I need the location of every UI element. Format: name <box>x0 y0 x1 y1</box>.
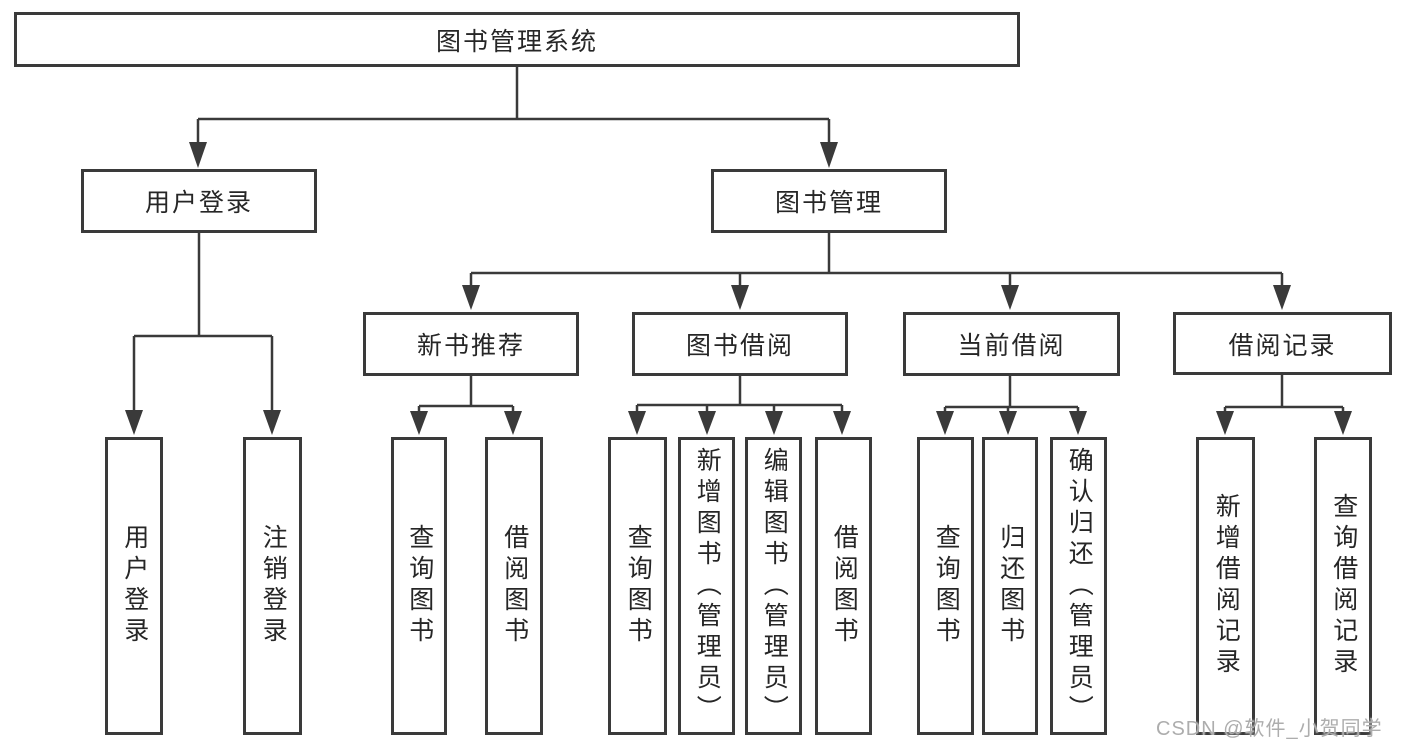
leaf-query-books-recommend: 查询图书 <box>391 437 447 735</box>
leaf-query-books-borrow: 查询图书 <box>608 437 667 735</box>
leaf-query-books-recommend-label: 查询图书 <box>405 524 434 648</box>
leaf-query-books-current-label: 查询图书 <box>932 524 961 648</box>
leaf-user-login: 用户登录 <box>105 437 163 735</box>
leaf-query-books-borrow-label: 查询图书 <box>624 524 653 648</box>
node-borrowing-records: 借阅记录 <box>1173 312 1392 375</box>
node-book-borrowing: 图书借阅 <box>632 312 848 376</box>
leaf-return-books-label: 归还图书 <box>996 524 1025 648</box>
leaf-logout-label: 注销登录 <box>259 524 288 648</box>
node-new-book-recommend: 新书推荐 <box>363 312 579 376</box>
node-book-management: 图书管理 <box>711 169 947 233</box>
node-book-borrowing-label: 图书借阅 <box>685 332 794 360</box>
leaf-borrow-books-label: 借阅图书 <box>830 524 859 648</box>
leaf-borrow-books: 借阅图书 <box>815 437 872 735</box>
node-library-system-label: 图书管理系统 <box>435 27 598 56</box>
node-user-login-label: 用户登录 <box>144 189 253 217</box>
leaf-add-books-admin: 新增图书（管理员） <box>678 437 735 735</box>
node-current-borrowing: 当前借阅 <box>903 312 1120 376</box>
connector-paths <box>132 67 1345 413</box>
leaf-confirm-return-admin: 确认归还（管理员） <box>1050 437 1107 735</box>
leaf-edit-books-admin-label: 编辑图书（管理员） <box>760 446 789 726</box>
node-book-management-label: 图书管理 <box>774 189 883 217</box>
node-new-book-recommend-label: 新书推荐 <box>416 332 525 360</box>
leaf-query-books-current: 查询图书 <box>917 437 974 735</box>
node-borrowing-records-label: 借阅记录 <box>1228 331 1337 360</box>
leaf-query-borrow-record-label: 查询借阅记录 <box>1329 493 1358 679</box>
csdn-watermark: CSDN @软件_小贺同学 <box>1156 718 1383 740</box>
leaf-user-login-label: 用户登录 <box>120 524 149 648</box>
node-current-borrowing-label: 当前借阅 <box>957 332 1066 360</box>
leaf-edit-books-admin: 编辑图书（管理员） <box>745 437 802 735</box>
node-library-system: 图书管理系统 <box>14 12 1020 67</box>
leaf-logout: 注销登录 <box>243 437 302 735</box>
leaf-add-books-admin-label: 新增图书（管理员） <box>693 446 722 726</box>
arrowheads <box>125 142 1352 435</box>
leaf-borrow-books-recommend-label: 借阅图书 <box>500 524 529 648</box>
node-user-login: 用户登录 <box>81 169 317 233</box>
leaf-add-borrow-record-label: 新增借阅记录 <box>1212 493 1241 679</box>
leaf-add-borrow-record: 新增借阅记录 <box>1196 437 1255 735</box>
leaf-borrow-books-recommend: 借阅图书 <box>485 437 543 735</box>
leaf-return-books: 归还图书 <box>982 437 1038 735</box>
leaf-query-borrow-record: 查询借阅记录 <box>1314 437 1372 735</box>
leaf-confirm-return-admin-label: 确认归还（管理员） <box>1065 446 1094 726</box>
